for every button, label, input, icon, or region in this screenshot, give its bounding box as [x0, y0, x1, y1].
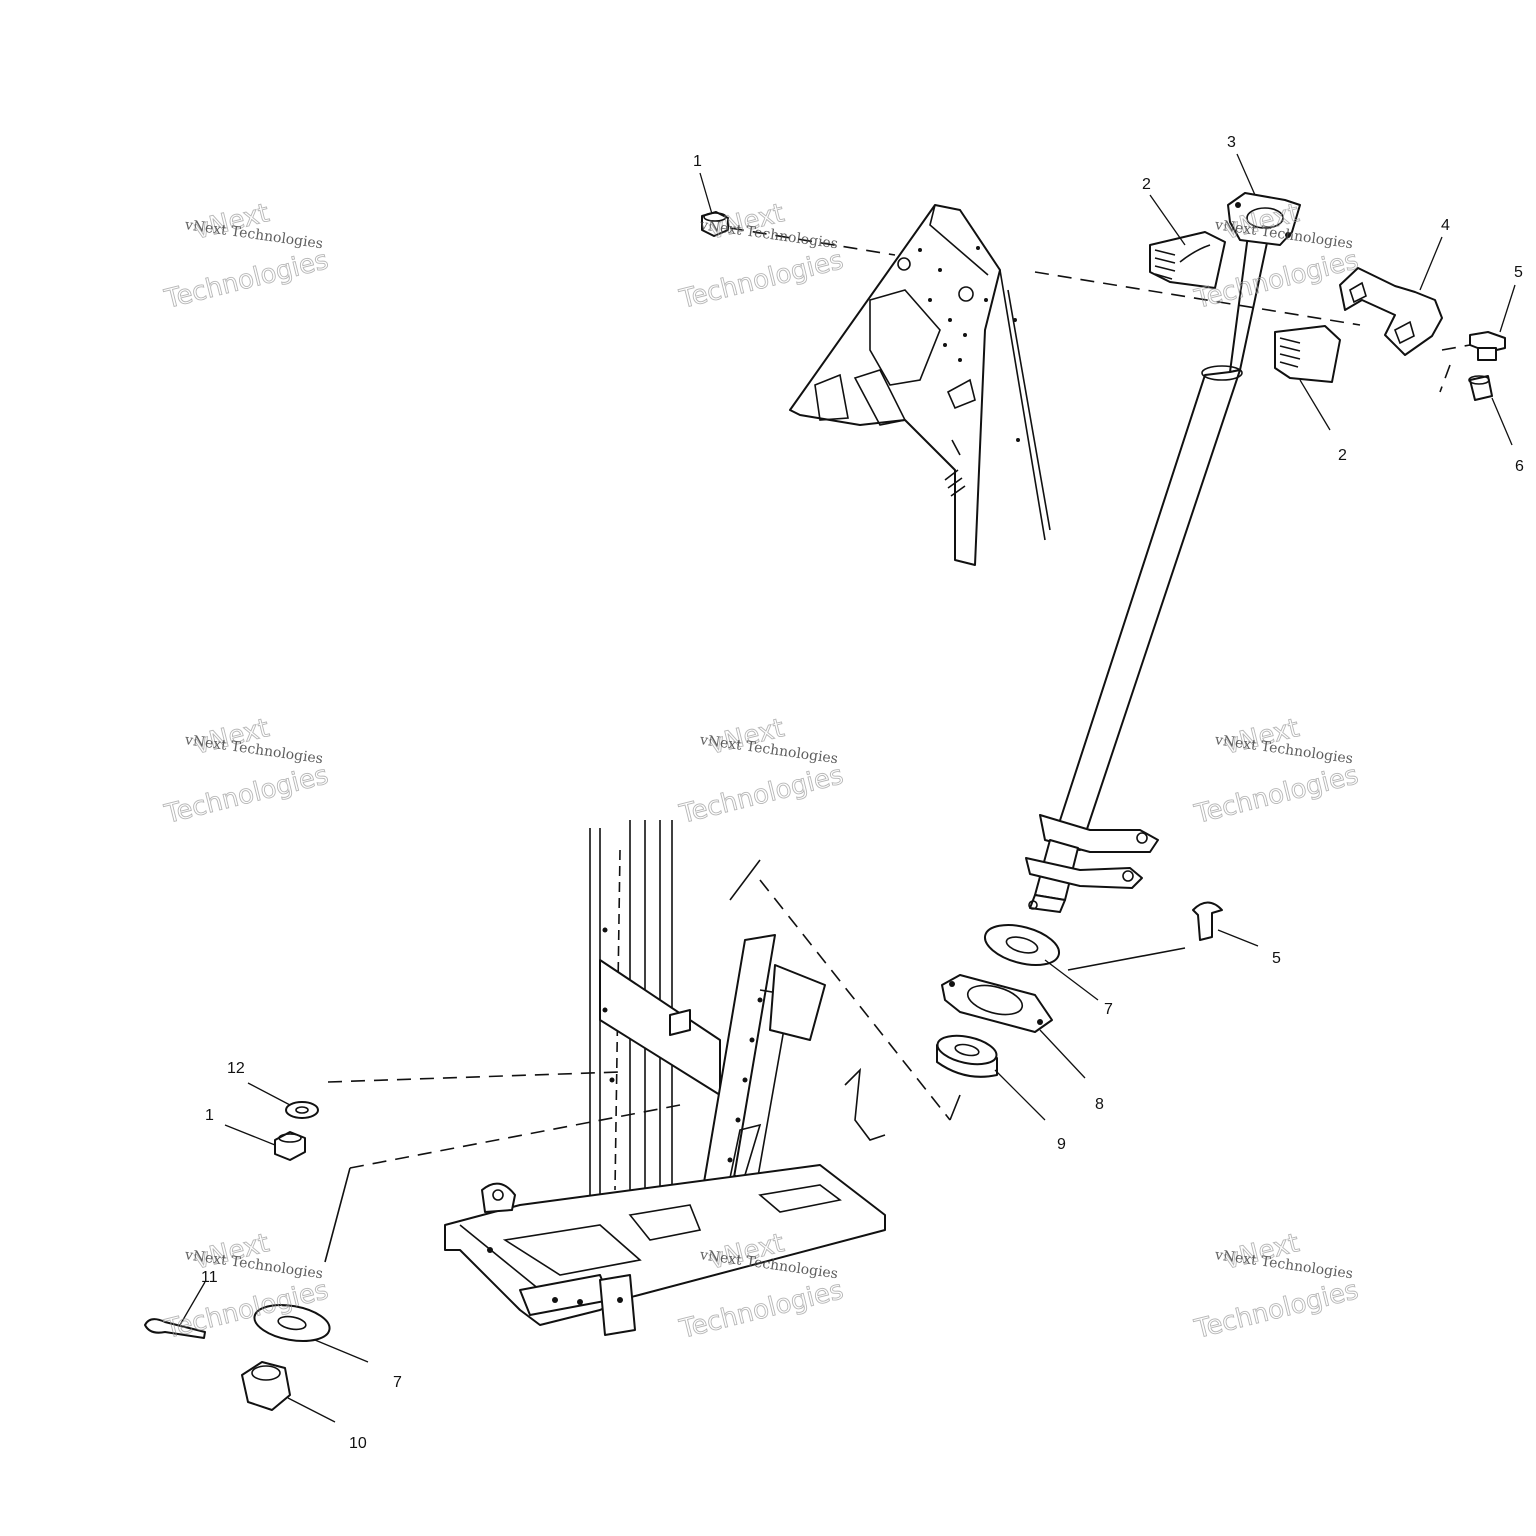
part-4-clamp	[1339, 267, 1443, 356]
callout-2-lower: 2	[1338, 447, 1347, 464]
callout-4: 4	[1441, 217, 1450, 234]
part-5-bolt-upper	[1469, 331, 1506, 361]
callout-8: 8	[1095, 1096, 1104, 1113]
part-10-castle-nut	[241, 1361, 291, 1411]
part-8-lower-flange	[941, 974, 1053, 1033]
callout-7-upper: 7	[1104, 1001, 1113, 1018]
callout-12: 12	[227, 1060, 245, 1077]
callout-3: 3	[1227, 134, 1236, 151]
assembly-lines	[324, 227, 1471, 1263]
watermark-top-left: vNext vNext Technologies Technologies	[161, 198, 332, 316]
callout-7-lower: 7	[393, 1374, 402, 1391]
callout-2-upper: 2	[1142, 176, 1151, 193]
watermark-big-bottom: Technologies	[161, 245, 331, 315]
callout-11: 11	[201, 1269, 218, 1286]
part-12-washer	[285, 1101, 319, 1119]
part-1-nut-bottom	[274, 1131, 306, 1161]
watermark-mid-center: vNext vNext Technologies Technologies	[676, 713, 847, 831]
callout-1-bottom: 1	[205, 1107, 214, 1124]
watermark-big-bottom: Technologies	[161, 760, 331, 830]
callout-6: 6	[1515, 458, 1524, 475]
watermark-big-bottom: Technologies	[676, 1275, 846, 1345]
part-7-washer-upper	[984, 924, 1060, 966]
watermark-mid-left: vNext vNext Technologies Technologies	[161, 713, 332, 831]
watermark-big-bottom: Technologies	[676, 245, 846, 315]
watermark-big-bottom: Technologies	[1191, 760, 1361, 830]
callout-1-top: 1	[693, 153, 702, 170]
part-2-bushing-upper	[1149, 231, 1226, 289]
watermark-mid-right: vNext vNext Technologies Technologies	[1191, 713, 1362, 831]
part-7-washer-lower	[253, 1304, 331, 1342]
part-1-nut-top	[701, 211, 729, 237]
callout-10: 10	[349, 1435, 367, 1452]
part-6-bolt	[1468, 375, 1493, 401]
callout-labels: 1 2 3 4 5 2 6 5 7 8 9 12 1 11 7 10	[201, 134, 1524, 1452]
steering-column	[1025, 234, 1269, 913]
callout-9: 9	[1057, 1136, 1066, 1153]
leader-lines	[179, 153, 1516, 1423]
part-3-bearing-flange	[1227, 192, 1301, 246]
part-5-bolt-lower	[1192, 901, 1223, 941]
callout-5-lower: 5	[1272, 950, 1281, 967]
watermark-big-bottom: Technologies	[1191, 1275, 1361, 1345]
panel-holes	[918, 246, 1020, 442]
upper-frame-panel	[789, 204, 1051, 566]
lower-frame	[444, 820, 886, 1336]
part-11-cotter-pin	[144, 1318, 206, 1339]
part-2-bushing-lower	[1274, 325, 1341, 383]
watermark-bottom-right: vNext vNext Technologies Technologies	[1191, 1228, 1362, 1346]
callout-5-upper: 5	[1514, 264, 1523, 281]
part-9-bushing	[936, 1034, 998, 1078]
watermark-big-bottom: Technologies	[676, 760, 846, 830]
